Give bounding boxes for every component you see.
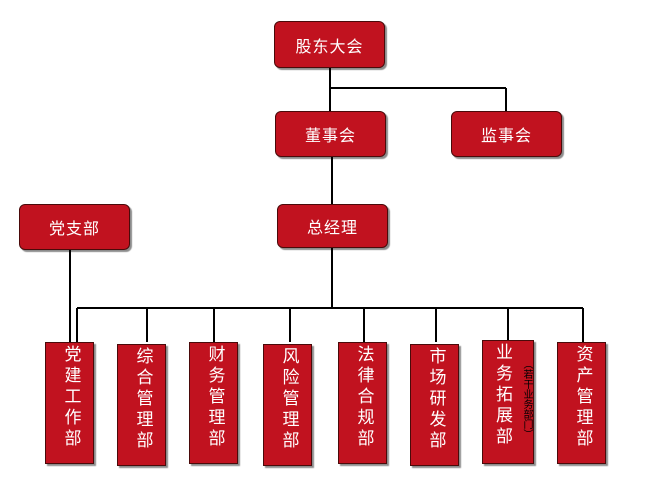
dept-label: 市场研发部: [425, 347, 446, 452]
party-branch-node: 党支部: [19, 204, 130, 250]
dept-business-development: 业务拓展部 （若干业务部门）: [482, 340, 534, 464]
dept-label: 财务管理部: [204, 345, 225, 450]
shareholders-meeting-node: 股东大会: [274, 21, 385, 68]
dept-party-building: 党建工作部: [45, 342, 94, 464]
board-of-supervisors-node: 监事会: [451, 111, 562, 157]
dept-general-management: 综合管理部: [117, 344, 166, 466]
dept-label: 资产管理部: [572, 345, 593, 450]
dept-label: 综合管理部: [132, 347, 153, 452]
general-manager-node: 总经理: [277, 204, 388, 248]
dept-legal-compliance: 法律合规部: [338, 342, 387, 464]
board-of-directors-node: 董事会: [275, 111, 386, 157]
dept-note: （若干业务部门）: [521, 359, 532, 439]
dept-label: 党建工作部: [60, 345, 81, 450]
dept-label: 风险管理部: [278, 347, 299, 452]
dept-label: 业务拓展部: [492, 343, 512, 448]
dept-asset-management: 资产管理部: [557, 342, 606, 464]
dept-finance: 财务管理部: [189, 342, 238, 464]
dept-market-research: 市场研发部: [410, 344, 459, 466]
dept-label: 法律合规部: [353, 345, 374, 450]
dept-risk-management: 风险管理部: [263, 344, 312, 466]
